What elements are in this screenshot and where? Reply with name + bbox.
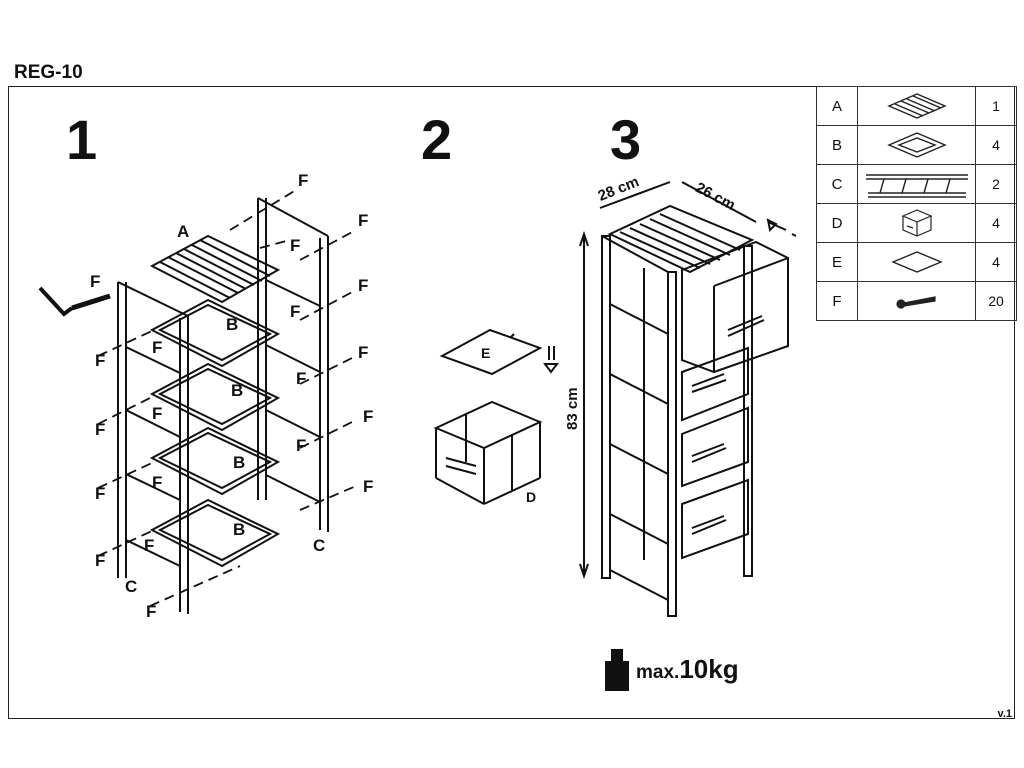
height-dimension: 83 cm	[564, 387, 581, 430]
max-weight-text: max.10kg	[636, 654, 739, 685]
part-letter: F	[816, 281, 858, 321]
board-icon	[857, 242, 976, 282]
label-b: B	[233, 520, 246, 539]
label-b: B	[233, 453, 246, 472]
legend-row: F 20	[816, 281, 1017, 321]
part-quantity: 20	[975, 281, 1017, 321]
fabric-box-icon	[857, 203, 976, 243]
step-1-number: 1	[66, 108, 98, 171]
label-e: E	[481, 345, 491, 361]
label-f: F	[363, 407, 374, 426]
version-label: v.1	[997, 708, 1012, 720]
max-weight-value: 10kg	[679, 654, 739, 684]
instruction-frame	[8, 86, 1015, 719]
step1-frame	[38, 189, 357, 614]
label-f: F	[298, 171, 309, 190]
label-f: F	[144, 536, 155, 555]
max-label: max.	[636, 662, 680, 683]
label-b: B	[231, 381, 244, 400]
part-quantity: 1	[975, 86, 1017, 126]
part-quantity: 4	[975, 125, 1017, 165]
label-f: F	[358, 211, 369, 230]
label-f: F	[90, 272, 101, 291]
step2-box	[433, 328, 559, 505]
label-f: F	[95, 551, 106, 570]
label-f: F	[358, 276, 369, 295]
label-c: C	[125, 577, 138, 596]
label-c: C	[313, 536, 326, 555]
label-f: F	[290, 236, 301, 255]
label-f: F	[152, 404, 163, 423]
label-b: B	[226, 315, 239, 334]
shelf-frame-icon	[857, 125, 976, 165]
part-quantity: 4	[975, 242, 1017, 282]
label-f: F	[290, 302, 301, 321]
label-f: F	[152, 338, 163, 357]
label-f: F	[146, 602, 157, 621]
part-quantity: 2	[975, 164, 1017, 204]
label-f: F	[296, 436, 307, 455]
label-f: F	[358, 343, 369, 362]
part-letter: C	[816, 164, 858, 204]
step-3-number: 3	[610, 108, 642, 171]
label-f: F	[363, 477, 374, 496]
weight-icon	[605, 649, 629, 691]
label-f: F	[95, 351, 106, 370]
step3-unit	[579, 181, 797, 617]
label-f: F	[152, 473, 163, 492]
label-f: F	[95, 420, 106, 439]
part-letter: E	[816, 242, 858, 282]
part-letter: D	[816, 203, 858, 243]
part-letter: B	[816, 125, 858, 165]
step-2-number: 2	[421, 108, 453, 171]
model-title: REG-10	[14, 62, 83, 83]
part-quantity: 4	[975, 203, 1017, 243]
slatted-top-icon	[857, 86, 976, 126]
part-letter: A	[816, 86, 858, 126]
label-f: F	[296, 369, 307, 388]
screw-icon	[857, 281, 976, 321]
label-a: A	[177, 222, 190, 241]
side-ladder-icon	[857, 164, 976, 204]
label-d: D	[526, 489, 537, 505]
label-f: F	[95, 484, 106, 503]
